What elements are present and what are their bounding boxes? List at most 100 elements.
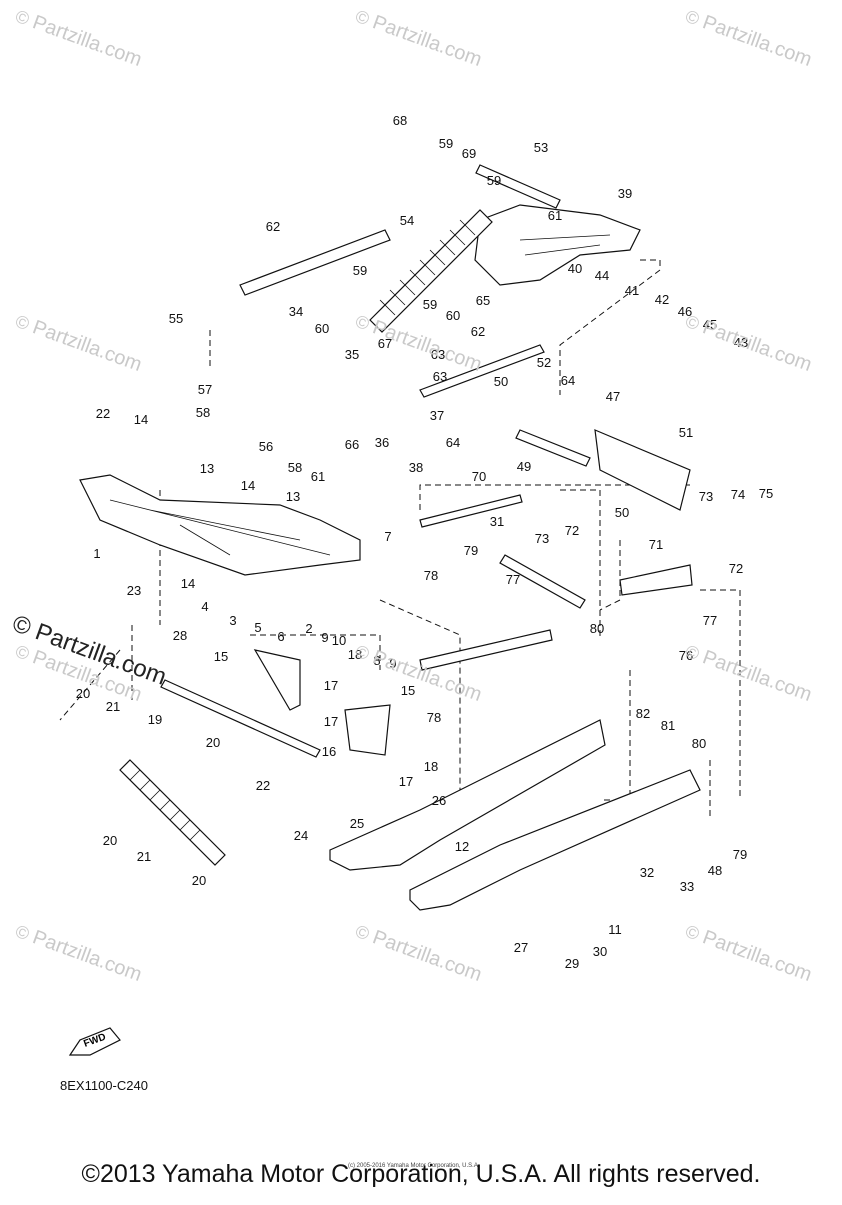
part-callout-11: 11 [608, 922, 622, 937]
part-callout-53: 53 [534, 140, 548, 155]
part-callout-67: 67 [378, 336, 392, 351]
part-callout-80: 80 [590, 621, 604, 636]
part-callout-43: 43 [734, 335, 748, 350]
shock-absorber-lower [119, 759, 226, 866]
part-callout-14: 14 [241, 478, 255, 493]
part-callout-13: 13 [200, 461, 214, 476]
part-callout-59: 59 [439, 136, 453, 151]
part-callout-30: 30 [593, 944, 607, 959]
part-callout-34: 34 [289, 304, 303, 319]
part-callout-63: 63 [431, 347, 445, 362]
part-callout-56: 56 [259, 439, 273, 454]
part-callout-61: 61 [548, 208, 562, 223]
center-shaft [419, 164, 591, 609]
part-callout-70: 70 [472, 469, 486, 484]
part-callout-20: 20 [206, 735, 220, 750]
front-arm-frame [79, 474, 361, 576]
part-callout-59: 59 [423, 297, 437, 312]
part-callout-35: 35 [345, 347, 359, 362]
part-callout-1: 1 [93, 546, 100, 561]
part-callout-21: 21 [106, 699, 120, 714]
part-callout-48: 48 [708, 863, 722, 878]
part-callout-22: 22 [96, 406, 110, 421]
part-callout-57: 57 [198, 382, 212, 397]
shock-absorber-upper [369, 209, 493, 333]
part-callout-9: 9 [321, 630, 328, 645]
part-callout-17: 17 [324, 714, 338, 729]
part-callout-47: 47 [606, 389, 620, 404]
part-callout-25: 25 [350, 816, 364, 831]
part-callout-50: 50 [615, 505, 629, 520]
part-callout-65: 65 [476, 293, 490, 308]
part-callout-2: 2 [305, 621, 312, 636]
part-callout-68: 68 [393, 113, 407, 128]
part-callout-23: 23 [127, 583, 141, 598]
part-callout-17: 17 [324, 678, 338, 693]
part-callout-80: 80 [692, 736, 706, 751]
part-callout-9: 9 [389, 656, 396, 671]
part-callout-36: 36 [375, 435, 389, 450]
part-callout-75: 75 [759, 486, 773, 501]
part-callout-69: 69 [462, 146, 476, 161]
part-callout-20: 20 [192, 873, 206, 888]
part-callout-42: 42 [655, 292, 669, 307]
part-callout-16: 16 [322, 744, 336, 759]
part-callout-37: 37 [430, 408, 444, 423]
part-callout-6: 6 [277, 629, 284, 644]
part-callout-77: 77 [506, 572, 520, 587]
part-callout-27: 27 [514, 940, 528, 955]
part-callout-7: 7 [384, 529, 391, 544]
tie-rods [160, 229, 553, 758]
part-callout-54: 54 [400, 213, 414, 228]
part-callout-5: 5 [254, 620, 261, 635]
part-callout-39: 39 [618, 186, 632, 201]
part-callout-3: 3 [229, 613, 236, 628]
copyright-small: (c) 2005-2016 Yamaha Motor Corporation, … [348, 1163, 480, 1169]
part-callout-18: 18 [348, 647, 362, 662]
part-callout-14: 14 [181, 576, 195, 591]
part-callout-38: 38 [409, 460, 423, 475]
slide-rails [329, 719, 701, 911]
part-callout-73: 73 [535, 531, 549, 546]
part-callout-24: 24 [294, 828, 308, 843]
part-callout-78: 78 [424, 568, 438, 583]
assembly-guide-lines [59, 259, 741, 820]
part-callout-78: 78 [427, 710, 441, 725]
part-callout-50: 50 [494, 374, 508, 389]
part-callout-74: 74 [731, 487, 745, 502]
part-callout-49: 49 [517, 459, 531, 474]
part-callout-63: 63 [433, 369, 447, 384]
part-callout-46: 46 [678, 304, 692, 319]
part-callout-58: 58 [288, 460, 302, 475]
part-callout-62: 62 [266, 219, 280, 234]
part-callout-60: 60 [315, 321, 329, 336]
part-callout-14: 14 [134, 412, 148, 427]
part-callout-29: 29 [565, 956, 579, 971]
part-callout-15: 15 [214, 649, 228, 664]
part-callout-72: 72 [565, 523, 579, 538]
rear-arm-frame [474, 204, 641, 286]
part-callout-59: 59 [353, 263, 367, 278]
part-callout-62: 62 [471, 324, 485, 339]
part-callout-73: 73 [699, 489, 713, 504]
part-callout-20: 20 [103, 833, 117, 848]
part-callout-77: 77 [703, 613, 717, 628]
part-callout-79: 79 [464, 543, 478, 558]
part-callout-59: 59 [487, 173, 501, 188]
part-callout-66: 66 [345, 437, 359, 452]
part-callout-61: 61 [311, 469, 325, 484]
part-callout-4: 4 [201, 599, 208, 614]
part-callout-64: 64 [561, 373, 575, 388]
part-callout-18: 18 [424, 759, 438, 774]
part-callout-26: 26 [432, 793, 446, 808]
part-callout-40: 40 [568, 261, 582, 276]
part-callout-22: 22 [256, 778, 270, 793]
part-callout-81: 81 [661, 718, 675, 733]
part-callout-71: 71 [649, 537, 663, 552]
part-callout-72: 72 [729, 561, 743, 576]
part-callout-21: 21 [137, 849, 151, 864]
fwd-arrow: FWD [68, 1027, 121, 1056]
